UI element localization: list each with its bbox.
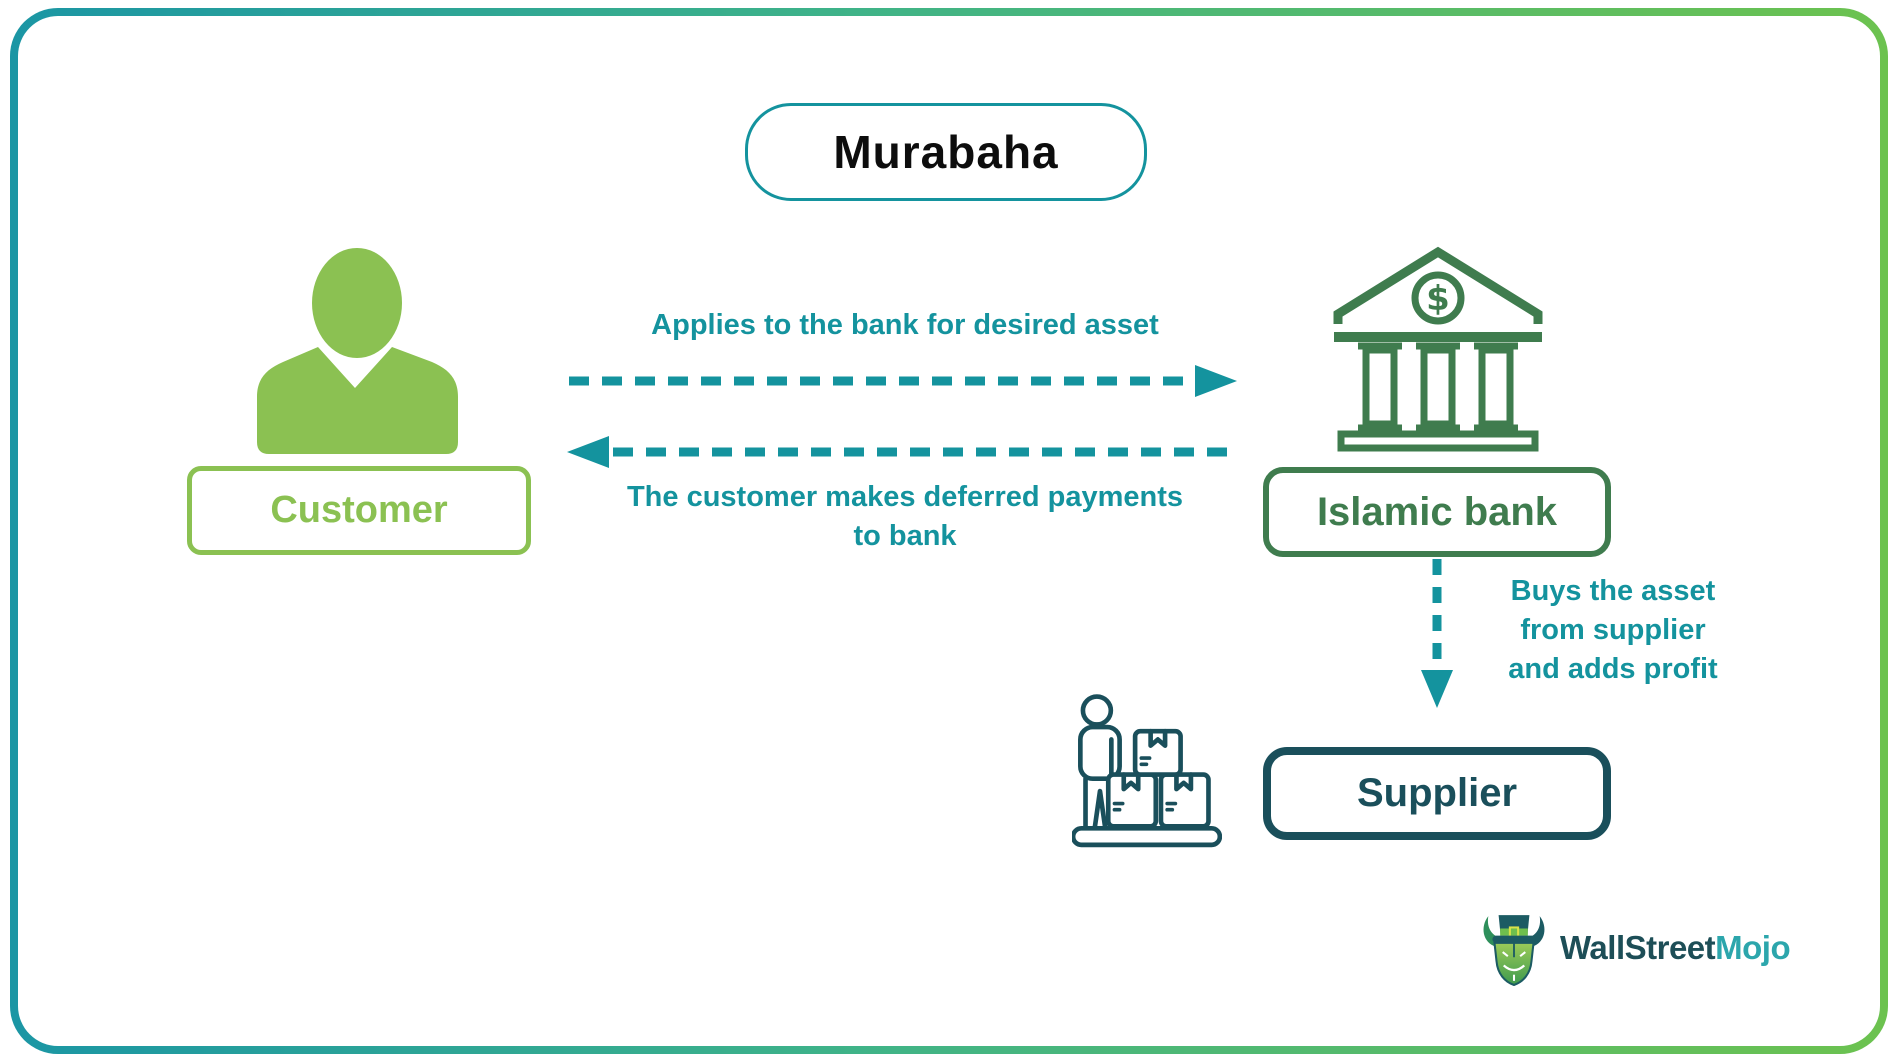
islamic-bank-label: Islamic bank [1316, 489, 1558, 534]
wordmark-primary: WallStreet [1560, 929, 1716, 966]
svg-text:$: $ [1426, 279, 1450, 319]
customer-label: Customer [270, 489, 448, 531]
brand-wordmark: WallStreetMojo [1560, 929, 1791, 967]
deferred-payments-label: The customer makes deferred payments to … [626, 481, 1184, 552]
supplier-node: Supplier [1263, 747, 1611, 840]
buys-asset-label: Buys the asset from supplier and adds pr… [1508, 575, 1718, 685]
customer-node: Customer [187, 466, 531, 555]
arrow-bank-to-customer-icon [567, 436, 1239, 468]
diagram-title-label: Murabaha [833, 126, 1059, 178]
brand-logo: WallStreetMojo [1478, 901, 1818, 995]
bull-mascot-icon [1483, 915, 1545, 986]
person-icon [257, 248, 458, 454]
supplier-label: Supplier [1356, 771, 1518, 815]
arrow-bank-to-supplier-icon [1421, 559, 1453, 708]
wordmark-accent: Mojo [1715, 929, 1791, 966]
worker-with-boxes-icon [1072, 694, 1222, 848]
arrow-customer-to-bank-icon [569, 365, 1237, 397]
bank-building-icon: $ [1333, 246, 1543, 452]
apply-to-bank-label: Applies to the bank for desired asset [651, 309, 1159, 341]
diagram-title: Murabaha [745, 103, 1147, 201]
islamic-bank-node: Islamic bank [1263, 467, 1611, 557]
